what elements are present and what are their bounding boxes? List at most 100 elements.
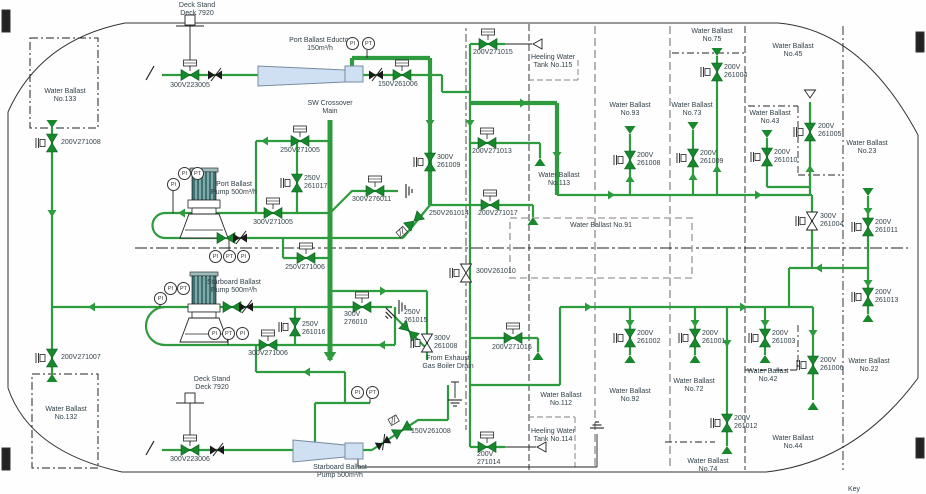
valve-label-200V271007: 200V271007: [61, 354, 101, 361]
tank-label-wb72: Water Ballast No.72: [673, 378, 715, 394]
valve-200V261010: [751, 148, 773, 166]
port-pump-label: Port Ballast Pump 500m³/h: [211, 181, 257, 197]
deck-stand-top-label: Deck Stand Deck 7920: [178, 2, 216, 18]
valve-250V271005: [291, 126, 309, 147]
pi-gauge: PI: [351, 386, 364, 399]
valve-200V261013: [852, 288, 874, 306]
key-label: Key: [848, 486, 861, 493]
valve-200V271014: [478, 432, 496, 453]
valve-label-200V271013: 200V271013: [472, 148, 512, 155]
valve-label-300V276010: 300V 276010: [344, 311, 368, 326]
valve-200V261002: [614, 329, 636, 347]
pt-gauge: PT: [177, 282, 190, 295]
valve-label-200V261003: 200V 261003: [772, 330, 796, 345]
valve-300V271005: [264, 198, 282, 219]
pi-gauge: PI: [208, 327, 221, 340]
valve-label-300V276011: 300V276011: [352, 196, 392, 203]
port-eductor-label: Port Ballast Eductor 150m³/h: [289, 37, 351, 53]
exhaust-drain-label: From Exhaust Gas Boiler Drain: [422, 355, 474, 371]
valve-label-200V261005: 200V 261005: [818, 123, 842, 138]
valve-label-200V261009: 200V 261009: [700, 150, 724, 165]
valve-label-300V223006: 300V223006: [170, 456, 210, 463]
valve-label-300V261010: 300V261010: [476, 268, 516, 275]
valve-label-250V271005: 250V271005: [280, 147, 320, 154]
valve-label-200V271015: 200V271015: [473, 49, 513, 56]
pi-gauge: PI: [346, 37, 359, 50]
pi-gauge: PI: [154, 292, 167, 305]
valve-label-300V271006: 300V271006: [248, 350, 288, 357]
tank-label-wb91: Water Ballast No.91: [570, 222, 632, 229]
valve-300V276011: [366, 176, 384, 197]
starboard-ballast-eductor: [292, 439, 364, 463]
valve-label-200V261006: 200V 261006: [820, 357, 844, 372]
valve-250V261016: [279, 318, 301, 336]
sw-crossover-label: SW Crossover Main: [307, 100, 353, 116]
valve-label-150V261006: 150V261006: [378, 81, 418, 88]
vent-triangle-icon: [804, 89, 816, 99]
tank-label-wb22: Water Ballast No.22: [848, 358, 890, 374]
valve-200V261004: [701, 63, 723, 81]
valve-label-300V223005: 300V223005: [170, 82, 210, 89]
tank-label-wb23: Water Ballast No.23: [846, 140, 888, 156]
valve-300V261004: [796, 212, 818, 230]
valve-250V271006: [297, 243, 315, 264]
pt-gauge: PT: [191, 167, 204, 180]
valve-label-300V261008: 300V 261008: [434, 335, 458, 350]
ship-hull: [1, 9, 925, 473]
valve-label-200V271008: 200V271008: [61, 139, 101, 146]
tank-label-wb92: Water Ballast No.92: [609, 388, 651, 404]
tank-label-wb113: Water Ballast No.113: [538, 172, 580, 188]
valve-150V261006: [393, 60, 411, 81]
pt-gauge: PT: [223, 250, 236, 263]
tank-label-heeling114: Heeling Water Tank No.114: [530, 428, 576, 444]
pipe-network: [50, 42, 870, 452]
starboard-pump-label: Starboard Ballast Pump 500m³/h: [207, 279, 261, 295]
tank-label-wb43: Water Ballast No.43: [749, 110, 791, 126]
heeling-tank-connection-icon: [532, 38, 543, 50]
tank-label-wb112: Water Ballast No.112: [540, 392, 582, 408]
valve-label-250V261016: 250V 261016: [302, 321, 326, 336]
port-ballast-eductor: [257, 65, 364, 87]
valve-label-250V261015: 250V 261015: [404, 309, 428, 324]
pt-gauge: PT: [222, 327, 235, 340]
valve-200V261012: [711, 414, 733, 432]
valve-label-200V261010: 200V 261010: [774, 149, 798, 164]
valve-label-200V261011: 200V 261011: [875, 219, 898, 234]
pi-gauge: PI: [178, 167, 191, 180]
valve-200V271017: [481, 190, 499, 211]
valve-200V271015: [479, 29, 497, 50]
valve-200V261009: [677, 149, 699, 167]
valve-200V271013: [478, 128, 496, 149]
valve-label-150V261008: 150V261008: [411, 428, 451, 435]
valve-200V261011: [852, 218, 874, 236]
valve-200V271016: [504, 323, 522, 344]
tank-label-wb75: Water Ballast No.75: [691, 28, 733, 44]
valve-250V261017: [281, 174, 303, 192]
valve-250V261014: [403, 210, 425, 232]
valve-label-200V271014: 200V 271014: [477, 451, 501, 466]
flange-icon: [387, 414, 400, 426]
valve-label-250V261014: 250V261014: [429, 210, 469, 217]
tank-label-wb42: Water Ballast No.42: [747, 368, 789, 384]
tank-connection-triangles: [46, 48, 874, 454]
valve-300V261009: [414, 153, 436, 171]
valve-label-200V261013: 200V 261013: [875, 289, 899, 304]
tank-label-wb73: Water Ballast No.73: [671, 102, 713, 118]
valve-label-200V261004: 200V 261004: [724, 64, 748, 79]
valve-label-200V271016: 200V271016: [492, 344, 532, 351]
valve-200V271007: [36, 349, 58, 367]
pt-gauge: PT: [362, 37, 375, 50]
valve-label-200V271017: 200V271017: [478, 210, 518, 217]
pi-gauge: PI: [236, 327, 249, 340]
starboard-eductor-label: Starboard Ballast Pump 500m³/h: [313, 464, 367, 480]
valve-300V271006: [259, 330, 277, 351]
tank-label-wb44: Water Ballast No.44: [772, 435, 814, 451]
valve-200V271008: [36, 134, 58, 152]
pt-gauge: PT: [366, 386, 379, 399]
tank-label-heeling115: Heeling Water Tank No.115: [530, 54, 576, 70]
pi-gauge: PI: [167, 178, 180, 191]
valve-300V223006: [181, 435, 199, 456]
valve-label-300V261004: 300V 261004: [820, 213, 844, 228]
